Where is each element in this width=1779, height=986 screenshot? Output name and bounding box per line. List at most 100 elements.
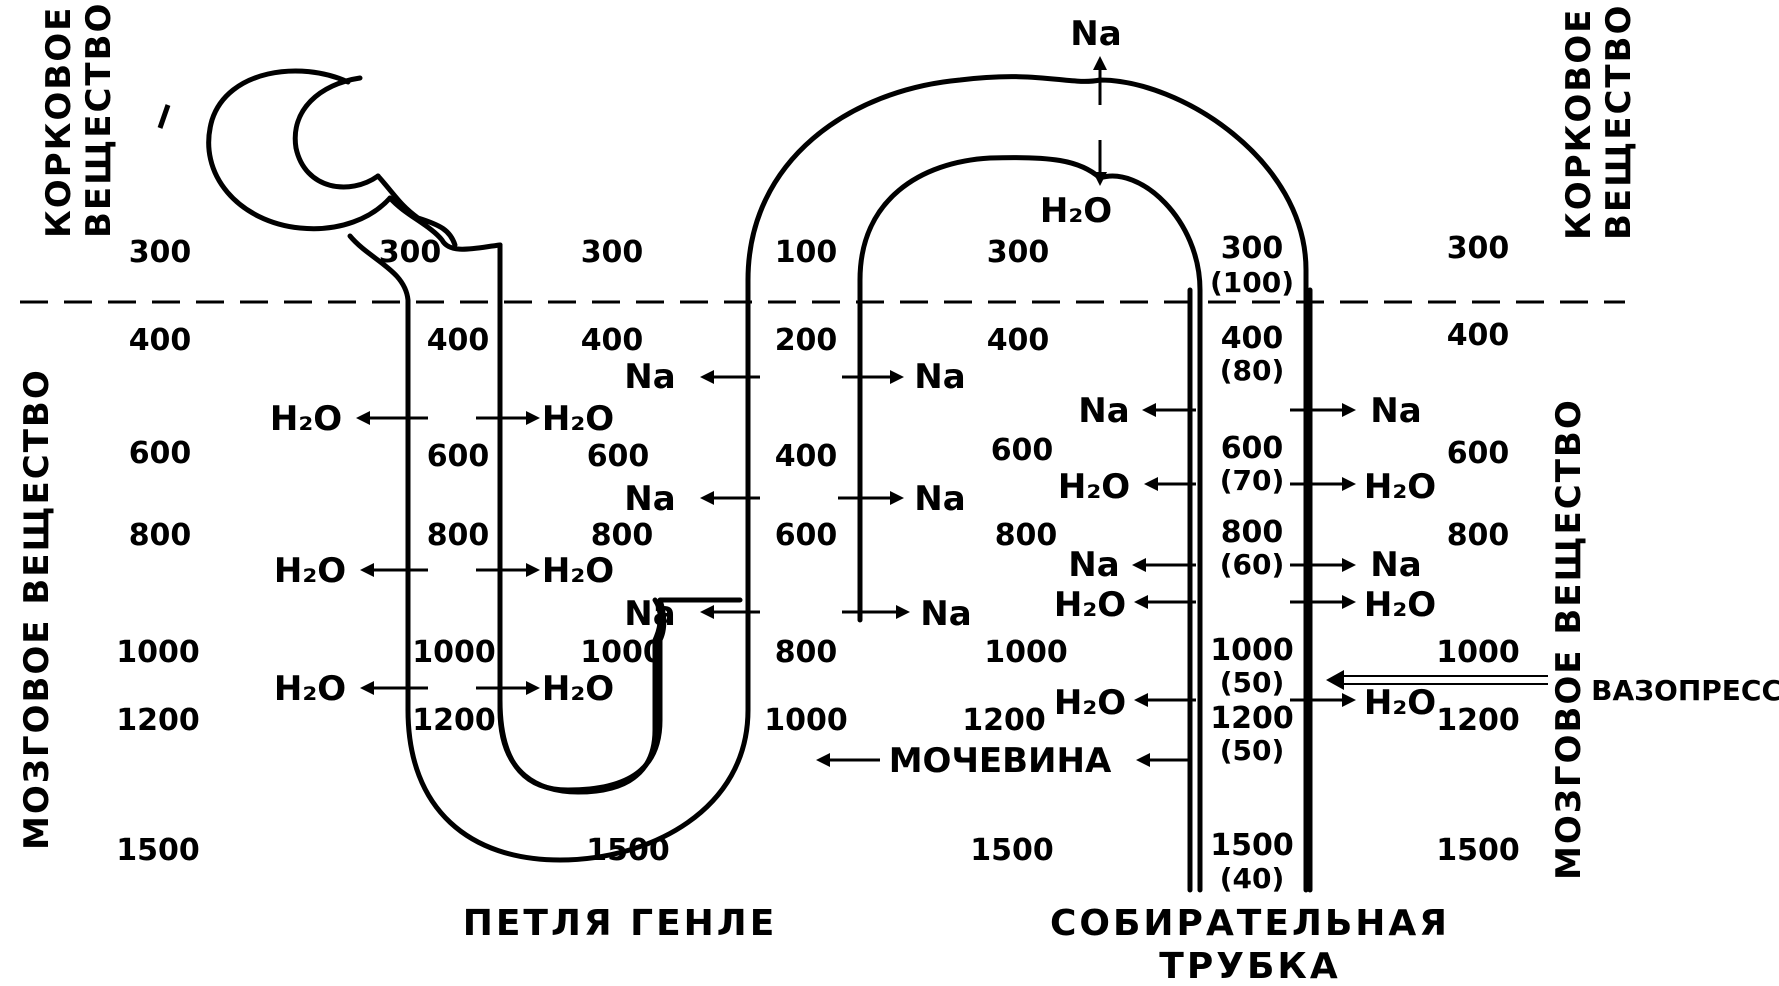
h2o-label: H₂O bbox=[274, 551, 346, 591]
conc-value: 1000 bbox=[984, 635, 1068, 670]
na-label: Na bbox=[1070, 14, 1121, 54]
conc-value: 200 bbox=[775, 323, 838, 358]
h2o-exchange-arrow bbox=[356, 411, 540, 425]
urea-arrow bbox=[816, 753, 1190, 767]
conc-value: 1200 bbox=[1210, 701, 1294, 736]
loop-inner-limb bbox=[497, 242, 663, 795]
conc-value: 800 bbox=[427, 518, 490, 553]
collecting-duct-caption-line2: ТРУБКА bbox=[1159, 946, 1340, 986]
conc-value: 600 bbox=[1221, 431, 1284, 466]
conc-value: 600 bbox=[991, 433, 1054, 468]
conc-value-paren: (40) bbox=[1220, 862, 1285, 895]
vasopressin-label: ВАЗОПРЕССИН bbox=[1591, 674, 1779, 707]
conc-value: 1500 bbox=[970, 833, 1054, 868]
conc-value: 1000 bbox=[116, 635, 200, 670]
conc-value: 1500 bbox=[1210, 828, 1294, 863]
conc-value: 800 bbox=[995, 518, 1058, 553]
bowman-capsule bbox=[206, 68, 393, 232]
conc-value: 400 bbox=[1447, 318, 1510, 353]
conc-value: 400 bbox=[1221, 321, 1284, 356]
conc-value: 1200 bbox=[1436, 703, 1520, 738]
column-outer-right: 300 400 600 800 1000 1200 1500 bbox=[1436, 231, 1520, 868]
conc-value-paren: (80) bbox=[1220, 354, 1285, 387]
conc-value: 800 bbox=[1447, 518, 1510, 553]
h2o-label: H₂O bbox=[270, 399, 342, 439]
conc-value: 1000 bbox=[764, 703, 848, 738]
na-label: Na bbox=[1370, 391, 1421, 431]
zone-cortex-right-line2: ВЕЩЕСТВО bbox=[1599, 4, 1639, 240]
conc-value: 600 bbox=[587, 439, 650, 474]
conc-value-paren: (60) bbox=[1220, 548, 1285, 581]
duct-na-exchange-arrow bbox=[1142, 403, 1356, 417]
na-label: Na bbox=[1078, 391, 1129, 431]
conc-value: 800 bbox=[129, 518, 192, 553]
na-exchange-arrow bbox=[700, 370, 904, 384]
apex-na-arrow bbox=[1093, 56, 1107, 105]
na-label: Na bbox=[624, 479, 675, 519]
h2o-label: H₂O bbox=[274, 669, 346, 709]
na-label: Na bbox=[1068, 545, 1119, 585]
collecting-duct-caption-line1: СОБИРАТЕЛЬНАЯ bbox=[1050, 903, 1450, 944]
mark-stroke bbox=[157, 104, 171, 129]
na-label: Na bbox=[624, 594, 675, 634]
conc-value-paren: (70) bbox=[1220, 464, 1285, 497]
h2o-label: H₂O bbox=[1058, 467, 1130, 507]
na-label: Na bbox=[914, 357, 965, 397]
conc-value: 400 bbox=[775, 439, 838, 474]
column-collecting-duct: 300 (100) 400 (80) 600 (70) 800 (60) 100… bbox=[1210, 231, 1294, 895]
h2o-label: H₂O bbox=[1364, 683, 1436, 723]
column-interstitium-2: 300 400 600 800 1000 1200 1500 bbox=[962, 235, 1068, 868]
apex-h2o-arrow bbox=[1093, 140, 1107, 186]
conc-value: 300 bbox=[1221, 231, 1284, 266]
na-exchange-arrow bbox=[700, 605, 910, 619]
loop-of-henle-caption: ПЕТЛЯ ГЕНЛЕ bbox=[463, 903, 778, 944]
conc-value-paren: (50) bbox=[1220, 734, 1285, 767]
conc-value: 400 bbox=[581, 323, 644, 358]
conc-value: 1200 bbox=[962, 703, 1046, 738]
conc-value: 800 bbox=[1221, 515, 1284, 550]
na-label: Na bbox=[914, 479, 965, 519]
conc-value: 800 bbox=[775, 635, 838, 670]
conc-value: 1500 bbox=[586, 833, 670, 868]
conc-value: 400 bbox=[129, 323, 192, 358]
conc-value: 1000 bbox=[1210, 633, 1294, 668]
na-exchange-arrow bbox=[700, 491, 904, 505]
column-ascending-limb: 100 200 400 600 800 1000 bbox=[764, 235, 848, 738]
h2o-label: H₂O bbox=[1040, 191, 1112, 231]
h2o-label: H₂O bbox=[1054, 585, 1126, 625]
duct-h2o-exchange-arrow bbox=[1134, 693, 1356, 707]
conc-value: 400 bbox=[427, 323, 490, 358]
h2o-label: H₂O bbox=[542, 399, 614, 439]
conc-value: 1000 bbox=[1436, 635, 1520, 670]
h2o-label: H₂O bbox=[542, 669, 614, 709]
conc-value: 1200 bbox=[116, 703, 200, 738]
zone-cortex-right-line1: КОРКОВОЕ bbox=[1559, 8, 1599, 240]
duct-na-exchange-arrow bbox=[1132, 558, 1356, 572]
zone-medulla-left: МОЗГОВОЕ ВЕЩЕСТВО bbox=[17, 368, 57, 850]
conc-value: 1500 bbox=[1436, 833, 1520, 868]
conc-value: 1000 bbox=[412, 635, 496, 670]
conc-value: 100 bbox=[775, 235, 838, 270]
zone-cortex-left-line1: КОРКОВОЕ bbox=[39, 6, 79, 238]
h2o-label: H₂O bbox=[1054, 683, 1126, 723]
conc-value: 300 bbox=[1447, 231, 1510, 266]
conc-value: 1000 bbox=[580, 635, 664, 670]
conc-value: 1200 bbox=[412, 703, 496, 738]
conc-value: 600 bbox=[129, 436, 192, 471]
conc-value: 1500 bbox=[116, 833, 200, 868]
column-interstitium-1: 300 400 600 800 1000 1500 bbox=[580, 235, 670, 868]
conc-value: 300 bbox=[581, 235, 644, 270]
h2o-label: H₂O bbox=[1364, 585, 1436, 625]
capsule-neck bbox=[375, 173, 503, 252]
na-label: Na bbox=[624, 357, 675, 397]
zone-medulla-right: МОЗГОВОЕ ВЕЩЕСТВО bbox=[1549, 398, 1589, 880]
conc-value: 600 bbox=[1447, 436, 1510, 471]
conc-value: 800 bbox=[591, 518, 654, 553]
h2o-exchange-arrow bbox=[360, 681, 540, 695]
conc-value: 600 bbox=[775, 518, 838, 553]
na-label: Na bbox=[1370, 545, 1421, 585]
duct-h2o-exchange-arrow bbox=[1134, 595, 1356, 609]
conc-value: 600 bbox=[427, 439, 490, 474]
vasopressin-arrow bbox=[1326, 670, 1548, 690]
